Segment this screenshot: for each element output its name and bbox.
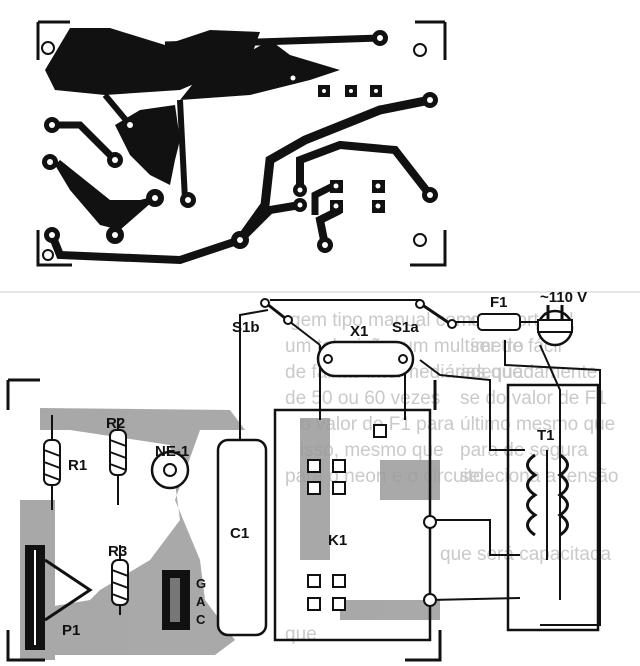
fuse-f1: F1 bbox=[477, 294, 521, 331]
bg-right-5: último mesmo que bbox=[460, 414, 615, 435]
component-gac: G A C bbox=[162, 570, 206, 630]
label-r1: R1 bbox=[68, 457, 87, 474]
label-f1: F1 bbox=[490, 294, 508, 311]
resistor-r1: R1 bbox=[43, 415, 87, 510]
connector-x1: X1 bbox=[316, 323, 415, 378]
relay-k1: K1 bbox=[273, 408, 437, 642]
label-k1: K1 bbox=[328, 532, 347, 549]
capacitor-c1: C1 bbox=[216, 438, 268, 637]
bg-line-8: que bbox=[285, 624, 317, 645]
bg-right-7: seleciona a tensão bbox=[460, 466, 618, 487]
label-x1: X1 bbox=[350, 323, 368, 340]
switch-s1a: S1a bbox=[392, 299, 457, 336]
bg-line-1: gem tipo manual comum bbox=[290, 310, 498, 331]
label-ne1: NE-1 bbox=[155, 443, 189, 460]
bg-line-4: de 50 ou 60 vezes bbox=[285, 388, 440, 409]
label-c: C bbox=[196, 612, 206, 627]
pcb-copper-layout bbox=[36, 20, 447, 267]
label-s1b: S1b bbox=[232, 319, 260, 336]
label-r3: R3 bbox=[108, 543, 127, 560]
label-s1a: S1a bbox=[392, 319, 419, 336]
bg-right-2: ser de fácil bbox=[470, 336, 562, 357]
ac-plug: ~110 V bbox=[536, 289, 587, 347]
transformer-t1: T1 bbox=[506, 383, 600, 632]
neon-ne1: NE-1 bbox=[150, 443, 190, 490]
label-a: A bbox=[196, 594, 206, 609]
label-p1: P1 bbox=[62, 622, 80, 639]
label-c1: C1 bbox=[230, 525, 249, 542]
bg-line-6: isso, mesmo que bbox=[300, 440, 444, 461]
bg-right-4: se do valor de F1 bbox=[460, 388, 607, 409]
switch-s1b: S1b bbox=[232, 298, 293, 336]
resistor-r3: R3 bbox=[108, 543, 129, 615]
potentiometer-p1: P1 bbox=[25, 545, 93, 650]
label-ac-source: ~110 V bbox=[540, 289, 587, 306]
resistor-r2: R2 bbox=[106, 415, 127, 505]
label-t1: T1 bbox=[537, 427, 555, 444]
label-r2: R2 bbox=[106, 415, 125, 432]
bg-right-8: que será capacitada bbox=[440, 544, 612, 565]
component-side-layout: S1b X1 S1a F1 ~110 V bbox=[6, 289, 601, 662]
label-g: G bbox=[196, 576, 206, 591]
